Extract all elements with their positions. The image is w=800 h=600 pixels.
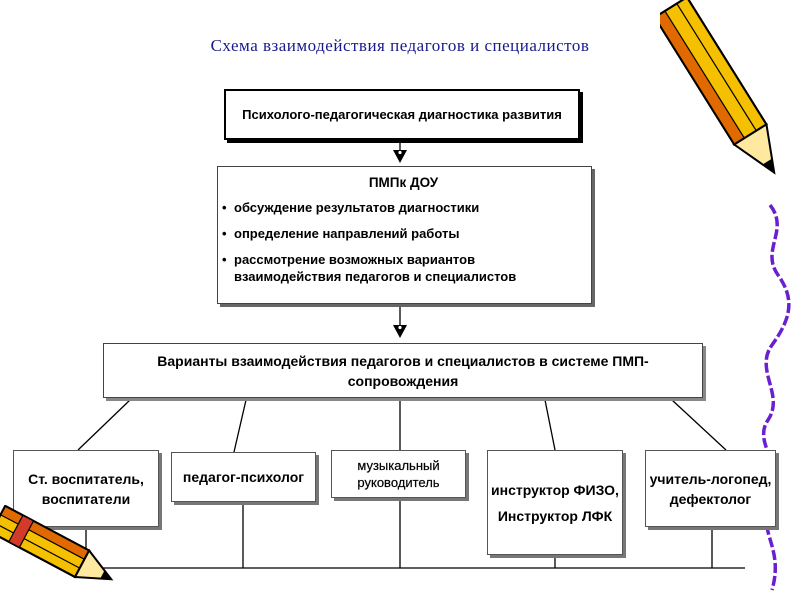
pencil-icon [0,505,114,581]
connector-variant-s2 [233,399,247,453]
specialist-label: инструктор ФИЗО, [491,481,619,498]
specialist-box-psychologist: педагог-психолог [171,452,316,502]
pmpk-item: определение направлений работы [222,225,585,242]
connector-variant-s5 [671,399,727,451]
pencil-icon [660,0,776,175]
wavy-decoration-line [761,203,791,591]
specialist-label: Ст. воспитатель, воспитатели [28,470,144,507]
down-arrow-icon [393,150,407,163]
specialist-box-music-director: музыкальный руководитель [331,450,466,498]
pmpk-heading: ПМПк ДОУ [368,175,439,190]
pmpk-item: обсуждение результатов диагностики [222,199,585,216]
specialist-box-instructors: инструктор ФИЗО, Инструктор ЛФК [487,450,623,555]
down-arrow-icon [393,325,407,338]
variants-box: Варианты взаимодействия педагогов и спец… [103,343,703,398]
specialist-box-educators: Ст. воспитатель, воспитатели [13,450,159,527]
diagnostics-box: Психолого-педагогическая диагностика раз… [224,89,580,140]
connector-variant-s1 [77,399,131,451]
variants-text: Варианты взаимодействия педагогов и спец… [157,352,649,389]
connector-variant-s4 [544,399,556,451]
pmpk-box: ПМПк ДОУ обсуждение результатов диагност… [217,166,592,304]
specialist-label: музыкальный руководитель [357,458,440,490]
pmpk-item: рассмотрение возможных вариантов взаимод… [222,251,585,285]
specialist-box-speech-therapist: учитель-логопед, дефектолог [645,450,776,527]
specialist-label: педагог-психолог [182,469,305,485]
diagnostics-text: Психолого-педагогическая диагностика раз… [242,107,562,122]
specialist-label: Инструктор ЛФК [497,507,613,524]
diagram-title: Схема взаимодействия педагогов и специал… [210,36,590,55]
specialist-label: учитель-логопед, дефектолог [649,470,772,507]
